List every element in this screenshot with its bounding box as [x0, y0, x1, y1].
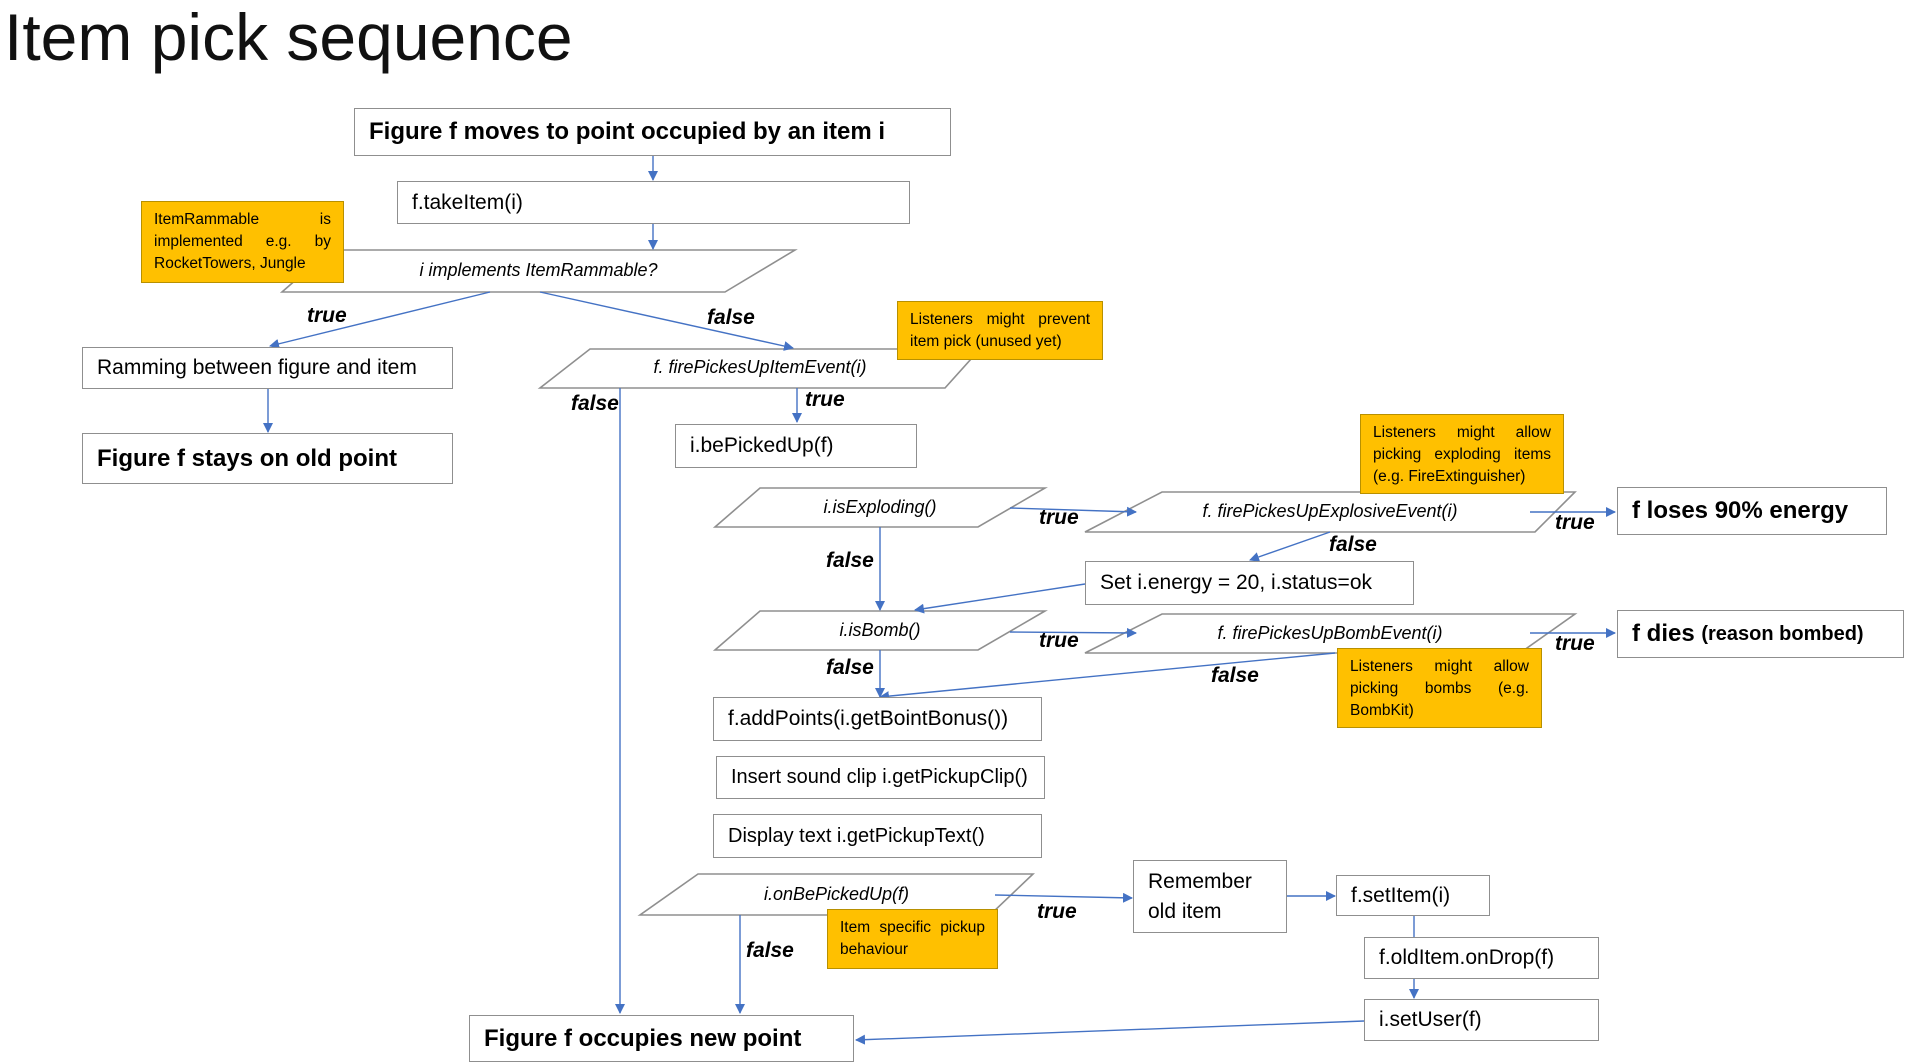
note-listeners-bombs: Listeners might allow picking bombs (e.g…	[1337, 648, 1542, 728]
label-onpicked-false: false	[746, 939, 794, 962]
remember-box: Remember old item	[1133, 860, 1287, 933]
dies-reason-text: (reason bombed)	[1701, 622, 1864, 645]
label-rammable-true: true	[307, 304, 347, 327]
decision-fire-explosive-text: f. firePickesUpExplosiveEvent(i)	[1202, 501, 1458, 521]
loses-energy-box: f loses 90% energy	[1617, 487, 1887, 535]
set-item-box: f.setItem(i)	[1336, 875, 1490, 916]
note-specific: Item specific pickup behaviour	[827, 909, 998, 969]
label-bomb-true: true	[1039, 629, 1079, 652]
decision-shape-is-bomb	[712, 610, 1048, 651]
set-energy-box: Set i.energy = 20, i.status=ok	[1085, 561, 1414, 605]
note-listeners-exploding: Listeners might allow picking exploding …	[1360, 414, 1564, 494]
label-fire-pickup-true: true	[805, 388, 845, 411]
label-fire-bomb-false: false	[1211, 664, 1259, 687]
take-item-box: f.takeItem(i)	[397, 181, 910, 224]
label-exploding-true: true	[1039, 506, 1079, 529]
arrow-fire-bomb-false	[879, 652, 1336, 702]
set-user-box: i.setUser(f)	[1364, 999, 1599, 1041]
page-title: Item pick sequence	[4, 0, 573, 74]
label-bomb-false: false	[826, 656, 874, 679]
decision-shape-is-exploding	[712, 487, 1048, 528]
arrow-rammable-true	[269, 291, 491, 349]
old-item-drop-box: f.oldItem.onDrop(f)	[1364, 937, 1599, 979]
arrow-setuser-to-occupies	[855, 1020, 1365, 1045]
label-explosive-false: false	[1329, 533, 1377, 556]
dies-box: f dies (reason bombed)	[1617, 610, 1904, 658]
arrow-onpicked-true	[994, 892, 1133, 903]
arrow-bomb-true	[1009, 627, 1137, 638]
decision-is-exploding-text: i.isExploding()	[823, 497, 937, 517]
sound-clip-box: Insert sound clip i.getPickupClip()	[716, 756, 1045, 799]
label-rammable-false: false	[707, 306, 755, 329]
be-picked-up-box: i.bePickedUp(f)	[675, 424, 917, 468]
arrow-explosive-false	[1249, 531, 1331, 562]
display-text-box: Display text i.getPickupText()	[713, 814, 1042, 858]
occupies-box: Figure f occupies new point	[469, 1015, 854, 1062]
add-points-box: f.addPoints(i.getBointBonus())	[713, 697, 1042, 741]
note-rammable: ItemRammable is implemented e.g. by Rock…	[141, 201, 344, 283]
start-box: Figure f moves to point occupied by an i…	[354, 108, 951, 156]
ramming-box: Ramming between figure and item	[82, 347, 453, 389]
arrow-exploding-true	[1009, 506, 1137, 517]
arrow-rammable-false	[539, 291, 794, 351]
arrow-set-energy-to-bomb	[914, 583, 1086, 614]
decision-rammable-text: i implements ItemRammable?	[419, 260, 658, 280]
remember-line-2: old item	[1148, 899, 1222, 923]
remember-line-1: Remember	[1148, 870, 1252, 894]
label-fire-bomb-true: true	[1555, 632, 1595, 655]
label-exploding-false: false	[826, 549, 874, 572]
label-onpicked-true: true	[1037, 900, 1077, 923]
dies-main-text: f dies	[1632, 620, 1702, 647]
decision-shape-fire-pickup	[537, 348, 982, 389]
decision-on-picked-up-text: i.onBePickedUp(f)	[763, 884, 910, 904]
label-explosive-true: true	[1555, 511, 1595, 534]
note-listeners-prevent: Listeners might prevent item pick (unuse…	[897, 301, 1103, 360]
decision-fire-bomb-text: f. firePickesUpBombEvent(i)	[1217, 623, 1443, 643]
stays-box: Figure f stays on old point	[82, 433, 453, 484]
decision-is-bomb-text: i.isBomb()	[839, 620, 921, 640]
decision-fire-pickup-text: f. firePickesUpItemEvent(i)	[653, 357, 867, 377]
label-fire-pickup-false: false	[571, 392, 619, 415]
